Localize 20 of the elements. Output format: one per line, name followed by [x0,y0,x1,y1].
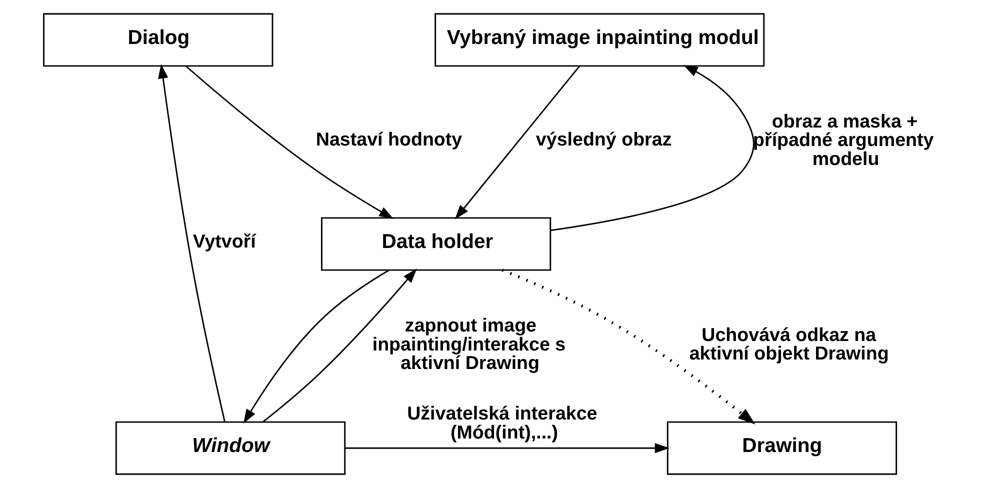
edge-label: Uživatelská interakce (Mód(int),...) [407,402,598,443]
edge-label: Nastaví hodnoty [316,128,462,150]
node-box: Drawing [666,421,898,475]
arrow [454,66,580,220]
arrow [158,64,226,422]
arrow [186,66,394,219]
edge-label: výsledný obraz [536,128,672,150]
arrow [243,270,390,424]
edge-label: Uchovává odkaz na aktivní objekt Drawing [689,324,889,364]
edge-label: zapnout image inpainting/interakce s aktivní Drawing [372,314,566,374]
arrow [262,268,417,422]
arrow [345,443,670,454]
node-box: Window [115,421,346,475]
arrow [550,65,754,232]
node-box: Dialog [43,13,274,67]
edge-label: obraz a maska + případné argumenty modelu [753,110,934,169]
arrow [502,268,756,424]
node-box: Vybraný image inpainting modul [434,13,765,67]
edge-label: Vytvoří [192,230,256,252]
node-box: Data holder [320,217,552,271]
